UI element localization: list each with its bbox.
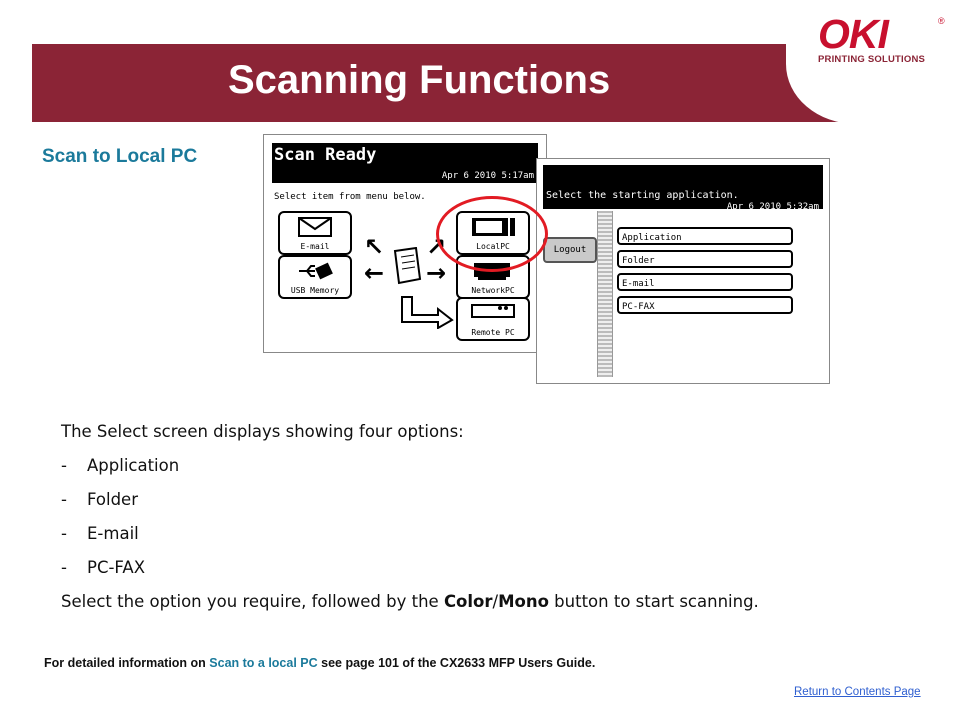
usb-icon xyxy=(280,260,350,282)
closing-text-post: button to start scanning. xyxy=(548,592,759,611)
list-item-label: PC-FAX xyxy=(87,558,145,577)
select-application-datetime: Apr 6 2010 5:32am xyxy=(726,202,819,212)
usb-memory-button[interactable]: USB Memory xyxy=(278,255,352,299)
return-to-contents-link[interactable]: Return to Contents Page xyxy=(794,686,921,698)
remote-pc-icon xyxy=(458,302,528,324)
list-dash: - xyxy=(61,524,67,543)
closing-line: Select the option you require, followed … xyxy=(61,592,759,611)
footer-text-pre: For detailed information on xyxy=(44,656,210,670)
envelope-icon xyxy=(280,216,350,238)
select-application-screenshot: Select the starting application. Apr 6 2… xyxy=(536,158,830,384)
list-item: - Application xyxy=(61,456,179,475)
usb-memory-button-label: USB Memory xyxy=(290,286,340,295)
list-dash: - xyxy=(61,558,67,577)
email-button[interactable]: E-mail xyxy=(278,211,352,255)
option-application[interactable]: Application xyxy=(617,227,793,245)
email-button-label: E-mail xyxy=(300,242,330,251)
option-email[interactable]: E-mail xyxy=(617,273,793,291)
list-item: - Folder xyxy=(61,490,138,509)
remote-pc-button[interactable]: Remote PC xyxy=(456,297,530,341)
arrow-up-left-icon: ↖ xyxy=(364,233,385,261)
list-item-label: Folder xyxy=(87,490,138,509)
option-pc-fax[interactable]: PC-FAX xyxy=(617,296,793,314)
list-item: - PC-FAX xyxy=(61,558,145,577)
logo-tagline: PRINTING SOLUTIONS xyxy=(818,54,926,65)
localpc-highlight-circle xyxy=(436,196,548,272)
networkpc-button-label: NetworkPC xyxy=(471,286,515,295)
select-application-header: Select the starting application. Apr 6 2… xyxy=(543,165,823,212)
arrow-right-icon: → xyxy=(426,259,447,287)
list-item-label: Application xyxy=(87,456,180,475)
list-item-label: E-mail xyxy=(87,524,139,543)
list-dash: - xyxy=(61,456,67,475)
oki-logo: OKI ® PRINTING SOLUTIONS xyxy=(818,11,948,66)
scan-ready-header: Scan Ready Apr 6 2010 5:17am xyxy=(272,143,538,183)
slash: / xyxy=(492,592,499,611)
color-keyword: Color xyxy=(443,592,493,611)
section-subtitle: Scan to Local PC xyxy=(42,146,198,167)
mono-keyword: Mono xyxy=(498,592,549,611)
list-item: - E-mail xyxy=(61,524,139,543)
footer-note: For detailed information on Scan to a lo… xyxy=(44,656,595,670)
document-icon xyxy=(392,246,422,289)
select-application-instruction: Select the starting application. xyxy=(546,190,739,201)
arrow-left-icon: ← xyxy=(364,259,385,287)
banner-logo-area xyxy=(786,44,956,124)
option-folder[interactable]: Folder xyxy=(617,250,793,268)
scan-ready-datetime: Apr 6 2010 5:17am xyxy=(441,171,534,181)
footer-text-post: see page 101 of the CX2633 MFP Users Gui… xyxy=(317,656,596,670)
logo-registered-mark: ® xyxy=(938,16,945,26)
scrollbar[interactable] xyxy=(597,211,613,377)
scan-ready-title: Scan Ready xyxy=(274,145,377,165)
page-title: Scanning Functions xyxy=(228,58,611,102)
list-dash: - xyxy=(61,490,67,509)
intro-line: The Select screen displays showing four … xyxy=(61,422,464,441)
closing-text-pre: Select the option you require, followed … xyxy=(61,592,444,611)
logout-button[interactable]: Logout xyxy=(543,237,597,263)
remote-pc-button-label: Remote PC xyxy=(471,328,515,337)
arrow-down-right-icon xyxy=(398,295,454,333)
footer-link-text: Scan to a local PC xyxy=(209,656,318,670)
scan-ready-instruction: Select item from menu below. xyxy=(274,192,426,202)
logo-wordmark: OKI xyxy=(818,11,889,57)
